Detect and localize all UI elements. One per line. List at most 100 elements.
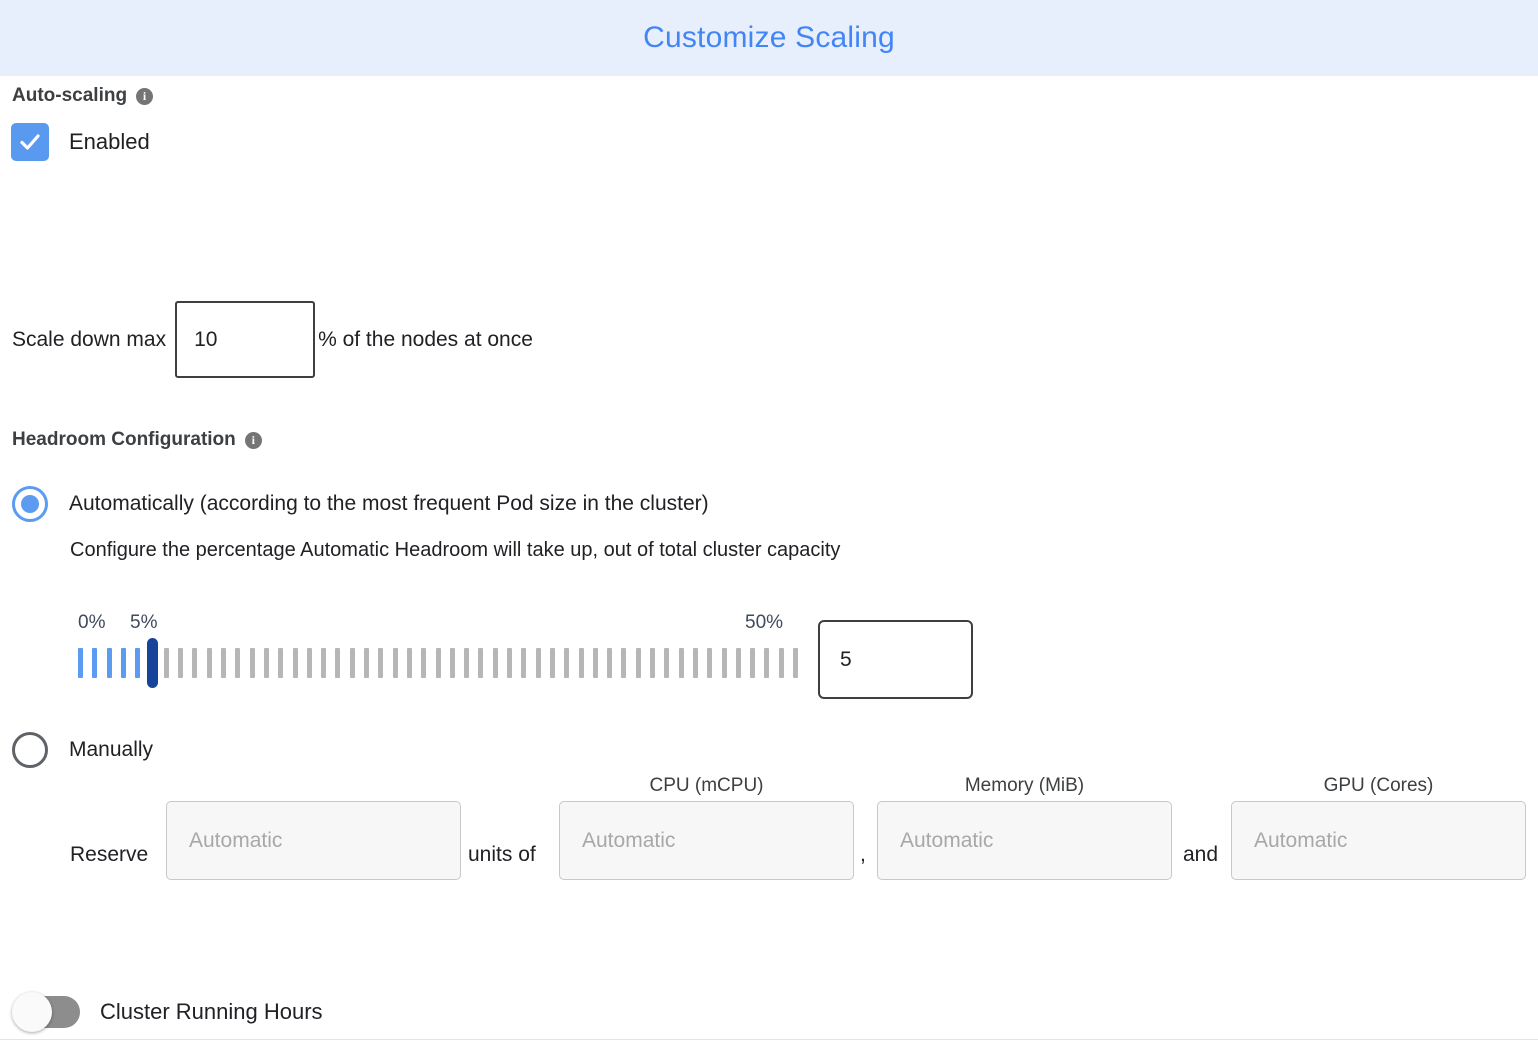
slider-tick bbox=[664, 648, 670, 678]
slider-tick bbox=[578, 648, 584, 678]
slider-tick bbox=[120, 648, 126, 678]
cluster-running-hours-row[interactable]: Cluster Running Hours bbox=[12, 992, 323, 1032]
reserve-cpu-input[interactable] bbox=[559, 801, 854, 880]
auto-scaling-section-heading: Auto-scaling i bbox=[12, 85, 154, 107]
slider-tick bbox=[206, 648, 212, 678]
auto-scaling-label: Auto-scaling bbox=[12, 85, 128, 106]
radio-automatic-label: Automatically (according to the most fre… bbox=[69, 492, 709, 515]
manual-reserve-row: Reserve units of CPU (mCPU) , Memory (Mi… bbox=[70, 771, 1530, 901]
page-title: Customize Scaling bbox=[643, 21, 895, 54]
radio-manually[interactable] bbox=[12, 732, 48, 768]
slider-tick bbox=[492, 648, 498, 678]
slider-tick bbox=[692, 648, 698, 678]
slider-tick bbox=[392, 648, 398, 678]
slider-tick bbox=[335, 648, 341, 678]
slider-scale-labels: 0% 5% 50% bbox=[78, 612, 808, 638]
reserve-word: Reserve bbox=[70, 843, 149, 866]
slider-tick bbox=[106, 648, 112, 678]
slider-tick bbox=[306, 648, 312, 678]
slider-tick bbox=[135, 648, 141, 678]
slider-tick bbox=[435, 648, 441, 678]
headroom-mode-manual-row[interactable]: Manually bbox=[12, 732, 153, 768]
info-icon[interactable]: i bbox=[244, 431, 262, 449]
reserve-units-input[interactable] bbox=[166, 801, 461, 880]
slider-tick bbox=[478, 648, 484, 678]
toggle-knob bbox=[12, 992, 52, 1032]
reserve-memory-label: Memory (MiB) bbox=[964, 775, 1085, 796]
slider-tick-track[interactable] bbox=[78, 638, 808, 688]
headroom-automatic-description: Configure the percentage Automatic Headr… bbox=[70, 539, 841, 561]
slider-tick bbox=[421, 648, 427, 678]
slider-tick bbox=[278, 648, 284, 678]
slider-tick bbox=[464, 648, 470, 678]
radio-automatic[interactable] bbox=[12, 486, 48, 522]
dialog-header: Customize Scaling bbox=[0, 0, 1538, 76]
slider-tick bbox=[678, 648, 684, 678]
cluster-running-hours-label: Cluster Running Hours bbox=[100, 999, 323, 1024]
slider-tick bbox=[592, 648, 598, 678]
slider-tick bbox=[635, 648, 641, 678]
slider-tick bbox=[235, 648, 241, 678]
enabled-checkbox-label: Enabled bbox=[69, 129, 150, 154]
comma-separator: , bbox=[860, 843, 866, 866]
radio-manually-label: Manually bbox=[69, 738, 154, 761]
enabled-checkbox-row[interactable]: Enabled bbox=[11, 123, 150, 161]
slider-tick bbox=[607, 648, 613, 678]
headroom-mode-automatic-row[interactable]: Automatically (according to the most fre… bbox=[12, 486, 709, 522]
units-of-word: units of bbox=[468, 843, 536, 866]
slider-tick bbox=[364, 648, 369, 678]
slider-tick bbox=[163, 648, 169, 678]
slider-tick bbox=[221, 648, 226, 678]
slider-tick bbox=[750, 648, 756, 678]
slider-tick bbox=[707, 648, 713, 678]
slider-tick bbox=[78, 648, 83, 678]
slider-min-label: 0% bbox=[78, 612, 106, 633]
slider-tick bbox=[721, 648, 727, 678]
slider-tick bbox=[564, 648, 570, 678]
slider-tick bbox=[292, 648, 298, 678]
slider-tick bbox=[321, 648, 327, 678]
slider-tick bbox=[650, 648, 655, 678]
scale-down-max-suffix: % of the nodes at once bbox=[318, 327, 533, 351]
headroom-percentage-input[interactable] bbox=[818, 620, 973, 699]
scale-down-max-input[interactable] bbox=[175, 301, 316, 378]
slider-tick bbox=[92, 648, 98, 678]
headroom-configuration-section-heading: Headroom Configuration i bbox=[12, 429, 262, 451]
slider-tick bbox=[549, 648, 555, 678]
slider-thumb[interactable] bbox=[146, 638, 158, 688]
reserve-gpu-label: GPU (Cores) bbox=[1323, 775, 1434, 796]
headroom-configuration-label: Headroom Configuration bbox=[12, 429, 236, 450]
reserve-units-field-group bbox=[166, 771, 461, 880]
enabled-checkbox[interactable] bbox=[11, 123, 49, 161]
slider-tick bbox=[449, 648, 455, 678]
slider-tick bbox=[263, 648, 269, 678]
reserve-cpu-label: CPU (mCPU) bbox=[649, 775, 764, 796]
slider-tick bbox=[793, 648, 798, 678]
slider-tick bbox=[507, 648, 512, 678]
slider-tick bbox=[735, 648, 741, 678]
scale-down-max-label: Scale down max bbox=[12, 327, 167, 351]
slider-tick bbox=[764, 648, 770, 678]
reserve-memory-field-group: Memory (MiB) bbox=[877, 771, 1172, 880]
slider-current-label: 5% bbox=[130, 612, 158, 633]
slider-tick bbox=[521, 648, 527, 678]
reserve-cpu-field-group: CPU (mCPU) bbox=[559, 771, 854, 880]
slider-max-label: 50% bbox=[745, 612, 784, 633]
reserve-gpu-field-group: GPU (Cores) bbox=[1231, 771, 1526, 880]
slider-tick bbox=[192, 648, 198, 678]
slider-tick bbox=[621, 648, 627, 678]
headroom-percentage-slider[interactable]: 0% 5% 50% bbox=[78, 612, 808, 688]
slider-tick bbox=[778, 648, 784, 678]
reserve-memory-input[interactable] bbox=[877, 801, 1172, 880]
slider-tick bbox=[178, 648, 184, 678]
slider-tick bbox=[406, 648, 412, 678]
slider-tick bbox=[378, 648, 384, 678]
slider-tick bbox=[535, 648, 541, 678]
slider-tick bbox=[349, 648, 355, 678]
and-word: and bbox=[1183, 843, 1219, 866]
info-icon[interactable]: i bbox=[136, 87, 154, 105]
reserve-gpu-input[interactable] bbox=[1231, 801, 1526, 880]
reserve-units-label bbox=[166, 771, 461, 801]
slider-tick bbox=[249, 648, 255, 678]
cluster-running-hours-toggle[interactable] bbox=[12, 992, 80, 1032]
